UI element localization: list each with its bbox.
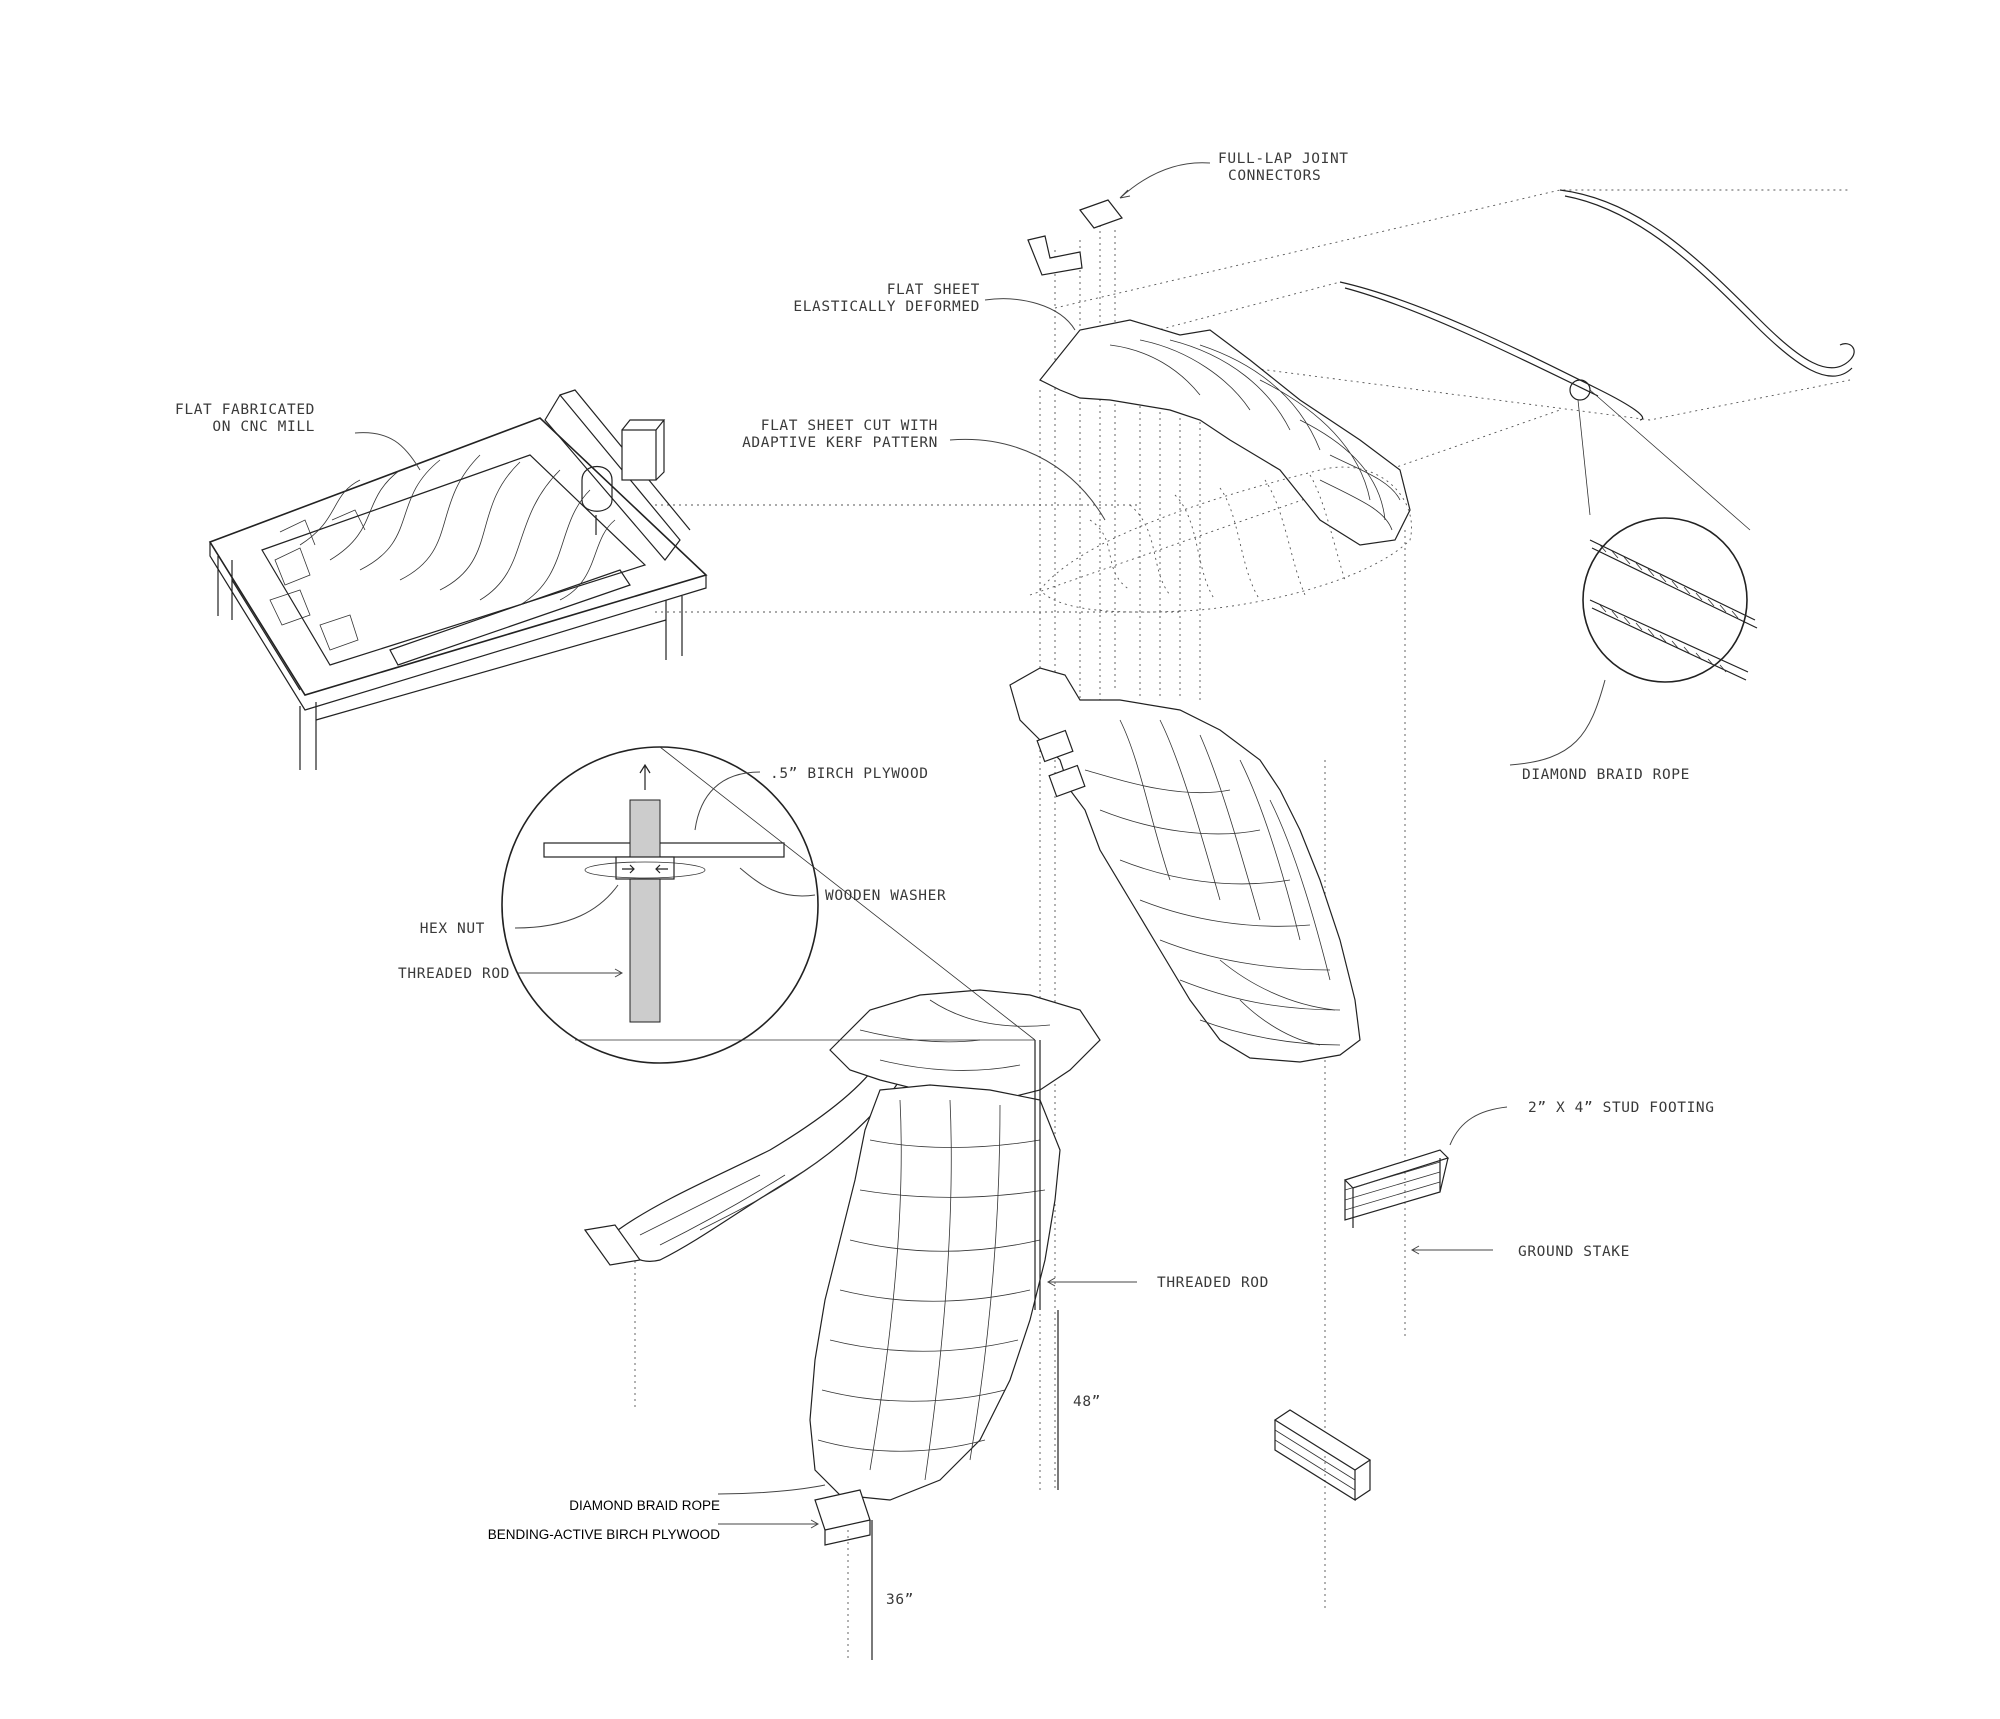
hardware-detail-circle <box>501 746 1036 1064</box>
flat-sheet-cut-line2: ADAPTIVE KERF PATTERN <box>742 435 938 451</box>
flat-sheet-cut-line1: FLAT SHEET CUT WITH <box>761 418 938 434</box>
stud-footing-label: 2” X 4” STUD FOOTING <box>1528 1100 1715 1116</box>
threaded-rod-detail-label: THREADED ROD <box>398 966 510 982</box>
threaded-rod-label: THREADED ROD <box>1157 1275 1269 1291</box>
flat-fabricated-line1: FLAT FABRICATED <box>175 402 315 418</box>
joint-connectors <box>1027 199 1123 276</box>
elastically-deformed-sheet <box>1039 319 1411 546</box>
flat-fabricated-line2: ON CNC MILL <box>212 419 315 435</box>
ground-stake-label: GROUND STAKE <box>1518 1244 1630 1260</box>
flat-sheet-deformed-line2: ELASTICALLY DEFORMED <box>793 299 980 315</box>
bending-active-label: BENDING-ACTIVE BIRCH PLYWOOD <box>488 1527 721 1542</box>
kerf-pattern-sheet <box>1039 466 1412 613</box>
wooden-washer-label: WOODEN WASHER <box>825 888 946 904</box>
stud-footings <box>1273 1149 1450 1502</box>
rope-detail-circle <box>1582 517 1758 683</box>
full-lap-label-line1: FULL-LAP JOINT <box>1218 151 1349 167</box>
full-lap-label-line2: CONNECTORS <box>1228 168 1321 184</box>
cnc-mill <box>208 389 708 770</box>
leaders <box>354 162 1606 1529</box>
bottom-petals <box>583 989 1101 1546</box>
diamond-rope-bottom-label: DIAMOND BRAID ROPE <box>569 1498 720 1513</box>
annotation-labels: FULL-LAP JOINT CONNECTORS FLAT SHEET ELA… <box>175 151 1715 1608</box>
middle-petal <box>1009 667 1361 1063</box>
projection-lines <box>634 189 1851 1660</box>
diamond-rope-detail-label: DIAMOND BRAID ROPE <box>1522 767 1690 783</box>
rope-top <box>1339 189 1855 531</box>
dimensions <box>871 1310 1059 1660</box>
dim-48-label: 48” <box>1073 1394 1101 1410</box>
dim-36-label: 36” <box>886 1592 914 1608</box>
birch-plywood-label: .5” BIRCH PLYWOOD <box>770 766 929 782</box>
flat-sheet-deformed-line1: FLAT SHEET <box>887 282 980 298</box>
hex-nut-label: HEX NUT <box>420 921 485 937</box>
